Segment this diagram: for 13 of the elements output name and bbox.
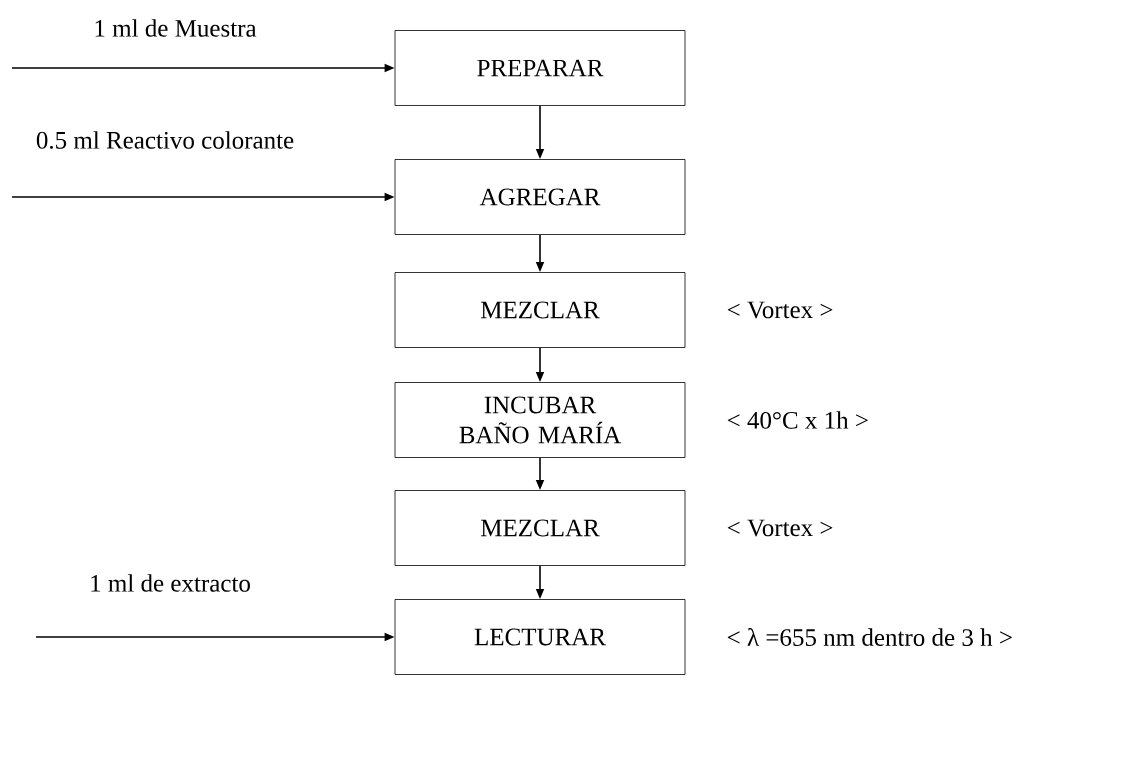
- process-box: MEZCLAR: [394, 272, 686, 348]
- process-box: MEZCLAR: [394, 490, 686, 566]
- input-label: 0.5 ml Reactivo colorante: [36, 131, 294, 149]
- process-box: INCUBAR BAÑO MARÍA: [394, 382, 686, 458]
- process-box: LECTURAR: [394, 599, 686, 675]
- condition-text: < Vortex >: [727, 301, 833, 319]
- condition-text: < 40°C x 1h >: [727, 411, 868, 429]
- input-label: 1 ml de Muestra: [95, 19, 257, 37]
- process-box: PREPARAR: [394, 30, 686, 106]
- process-box: AGREGAR: [394, 159, 686, 235]
- condition-text: < λ =655 nm dentro de 3 h >: [727, 628, 1012, 646]
- condition-text: < Vortex >: [727, 519, 833, 537]
- input-label: 1 ml de extracto: [91, 574, 250, 592]
